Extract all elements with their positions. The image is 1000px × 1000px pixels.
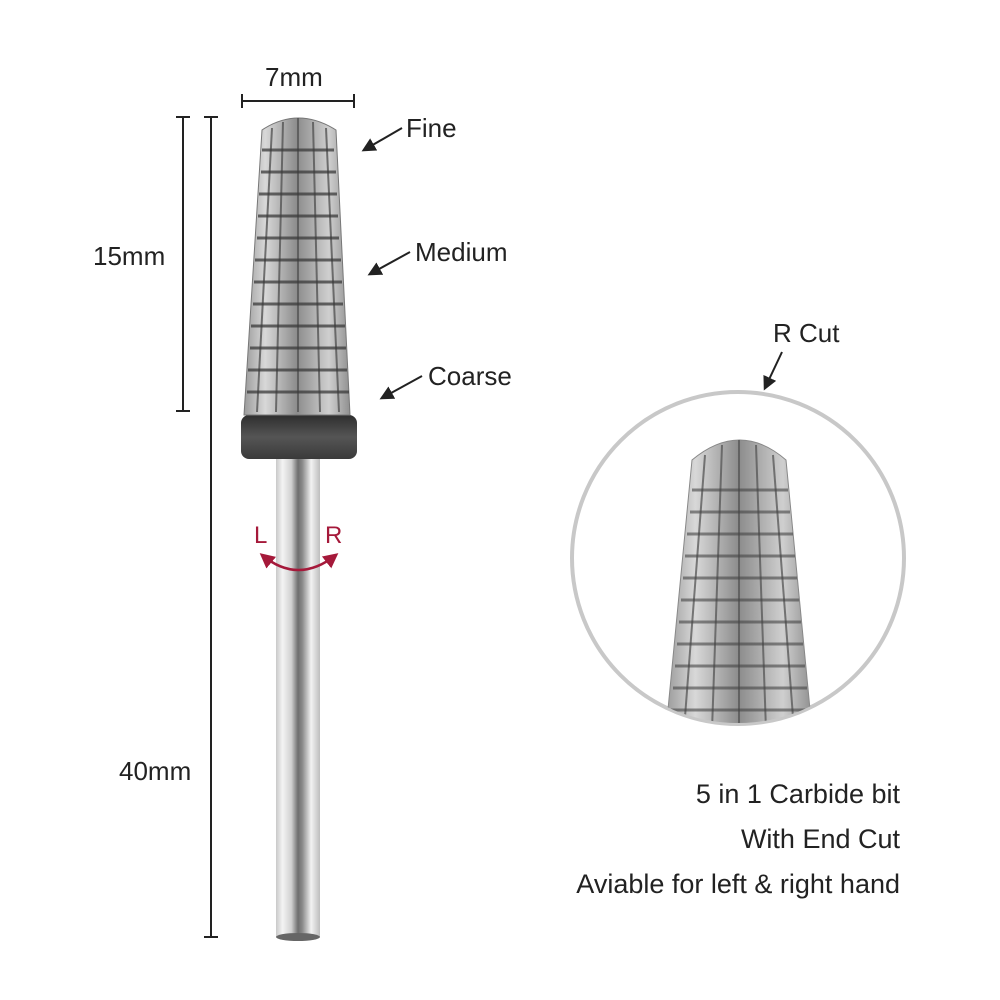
description-line-3: Aviable for left & right hand [576, 869, 900, 899]
total-length-dimension-line [204, 116, 218, 938]
r-cut-label: R Cut [773, 318, 840, 348]
description-line-2: With End Cut [740, 824, 900, 854]
fine-label: Fine [406, 113, 457, 143]
rotation-left-label: L [254, 522, 268, 549]
description-line-1: 5 in 1 Carbide bit [695, 779, 900, 809]
detail-magnifier [570, 390, 906, 726]
width-label: 7mm [265, 62, 323, 92]
medium-label: Medium [415, 237, 508, 267]
medium-arrow [367, 251, 411, 276]
fine-arrow [361, 127, 403, 152]
coarse-label: Coarse [428, 361, 512, 391]
bit-head [243, 117, 351, 416]
bit-shank [276, 455, 320, 937]
width-dimension-line [241, 94, 355, 108]
bit-collar [241, 415, 357, 459]
head-length-label: 15mm [93, 241, 166, 271]
rotation-arrow-icon [259, 553, 339, 572]
coarse-arrow [379, 375, 423, 400]
total-length-label: 40mm [119, 756, 192, 786]
r-cut-arrow [763, 351, 783, 391]
rotation-right-label: R [325, 522, 343, 549]
head-length-dimension-line [176, 116, 190, 412]
